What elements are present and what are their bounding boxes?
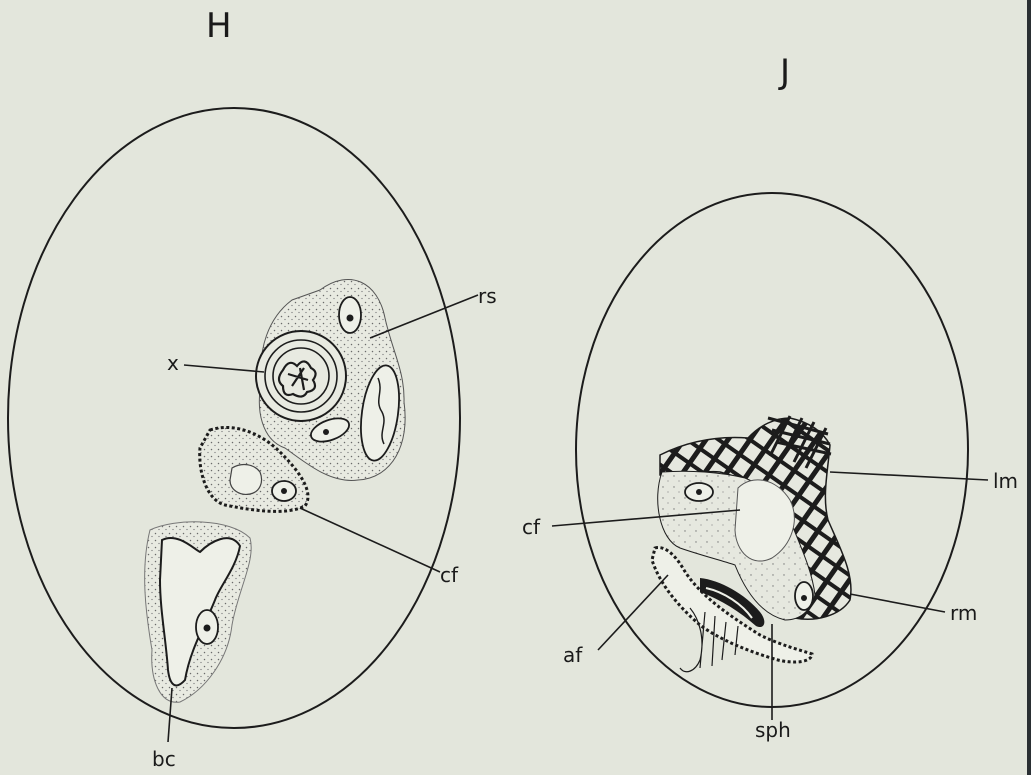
x-leader-line [184, 365, 264, 372]
af-leader-line [598, 575, 668, 650]
label-sph: sph [755, 718, 791, 742]
label-rm: rm [950, 601, 977, 625]
cf-vacuole-h [230, 465, 262, 495]
cf-nucleolus-j [696, 489, 702, 495]
label-x: x [167, 351, 179, 375]
rm-nucleolus [801, 595, 807, 601]
bc-nucleolus [204, 625, 211, 632]
rm-leader-line [850, 594, 945, 612]
label-rs: rs [478, 284, 497, 308]
rs-nucleolus-top [347, 315, 354, 322]
cf-nucleolus-h [281, 488, 287, 494]
rs-small-nucleolus [323, 429, 329, 435]
cf-leader-line-h [300, 508, 440, 572]
label-cf-h: cf [440, 563, 459, 587]
panel-j-letter: J [778, 52, 790, 92]
lm-leader-line [830, 472, 988, 480]
label-af: af [563, 643, 583, 667]
label-bc: bc [152, 747, 176, 771]
rs-leader-line [370, 295, 478, 338]
page-edge-shadow [1027, 0, 1031, 775]
label-cf-j: cf [522, 515, 541, 539]
panel-h-letter: H [206, 6, 232, 46]
label-lm: lm [993, 469, 1018, 493]
